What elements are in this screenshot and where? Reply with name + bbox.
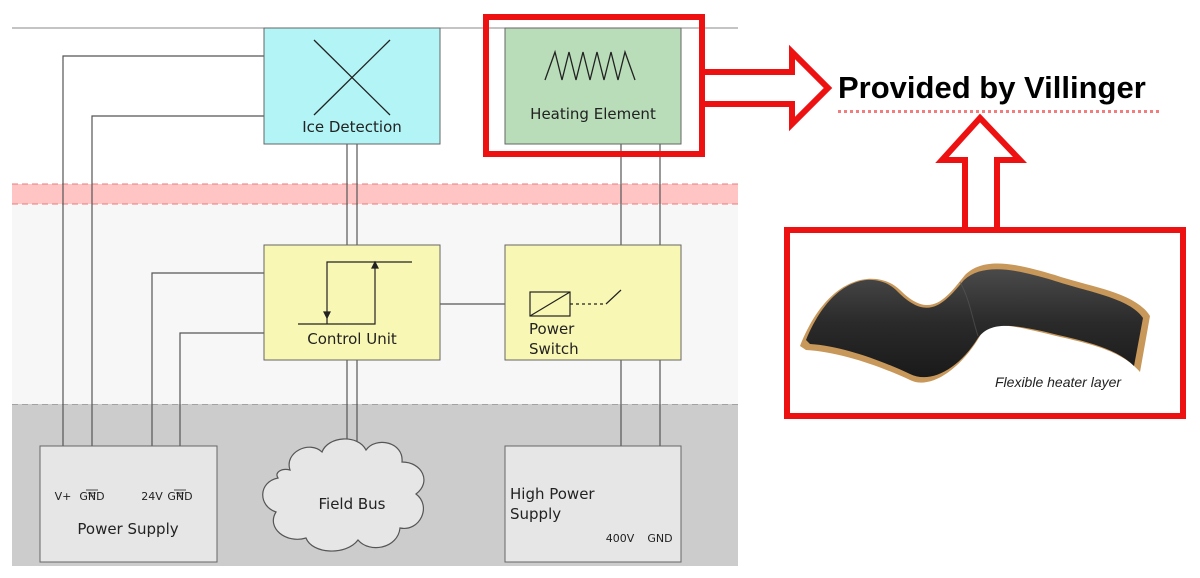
relay-icon bbox=[529, 289, 622, 317]
power-supply-label: Power Supply bbox=[77, 520, 178, 538]
power-switch-label-line1: Power bbox=[529, 320, 575, 338]
ice-cross-icon bbox=[313, 39, 391, 116]
arrow-up-icon bbox=[935, 113, 1027, 233]
high-power-label-line1: High Power bbox=[510, 485, 595, 503]
flexible-heater-illustration bbox=[800, 263, 1150, 383]
terminal-400v: 400V bbox=[606, 532, 635, 545]
heater-caption: Flexible heater layer bbox=[995, 374, 1122, 390]
field-bus-cloud bbox=[262, 438, 425, 552]
spellcheck-underline bbox=[838, 110, 1160, 113]
arrow-right-icon bbox=[699, 44, 833, 132]
heating-element-block bbox=[504, 27, 682, 145]
resistor-zigzag-icon bbox=[544, 49, 636, 81]
power-switch-label-line2: Switch bbox=[529, 340, 579, 358]
high-power-label-line2: Supply bbox=[510, 505, 561, 523]
red-band bbox=[12, 184, 738, 204]
terminal-24v: 24V bbox=[141, 490, 163, 503]
ice-detection-block bbox=[263, 27, 441, 145]
control-unit-block bbox=[263, 244, 441, 361]
power-supply-block bbox=[39, 445, 218, 563]
field-bus-label: Field Bus bbox=[318, 495, 385, 513]
provided-by-headline: Provided by Villinger bbox=[838, 70, 1146, 105]
power-switch-block bbox=[504, 244, 682, 361]
high-power-supply-block bbox=[504, 445, 682, 563]
terminal-gnd-1: GND bbox=[79, 490, 104, 503]
heating-element-label: Heating Element bbox=[530, 105, 656, 123]
hysteresis-icon bbox=[298, 260, 412, 325]
terminal-gnd-3: GND bbox=[647, 532, 672, 545]
terminal-gnd-2: GND bbox=[167, 490, 192, 503]
terminal-v-plus: V+ bbox=[55, 490, 72, 503]
ice-detection-label: Ice Detection bbox=[302, 118, 402, 136]
control-unit-label: Control Unit bbox=[307, 330, 397, 348]
